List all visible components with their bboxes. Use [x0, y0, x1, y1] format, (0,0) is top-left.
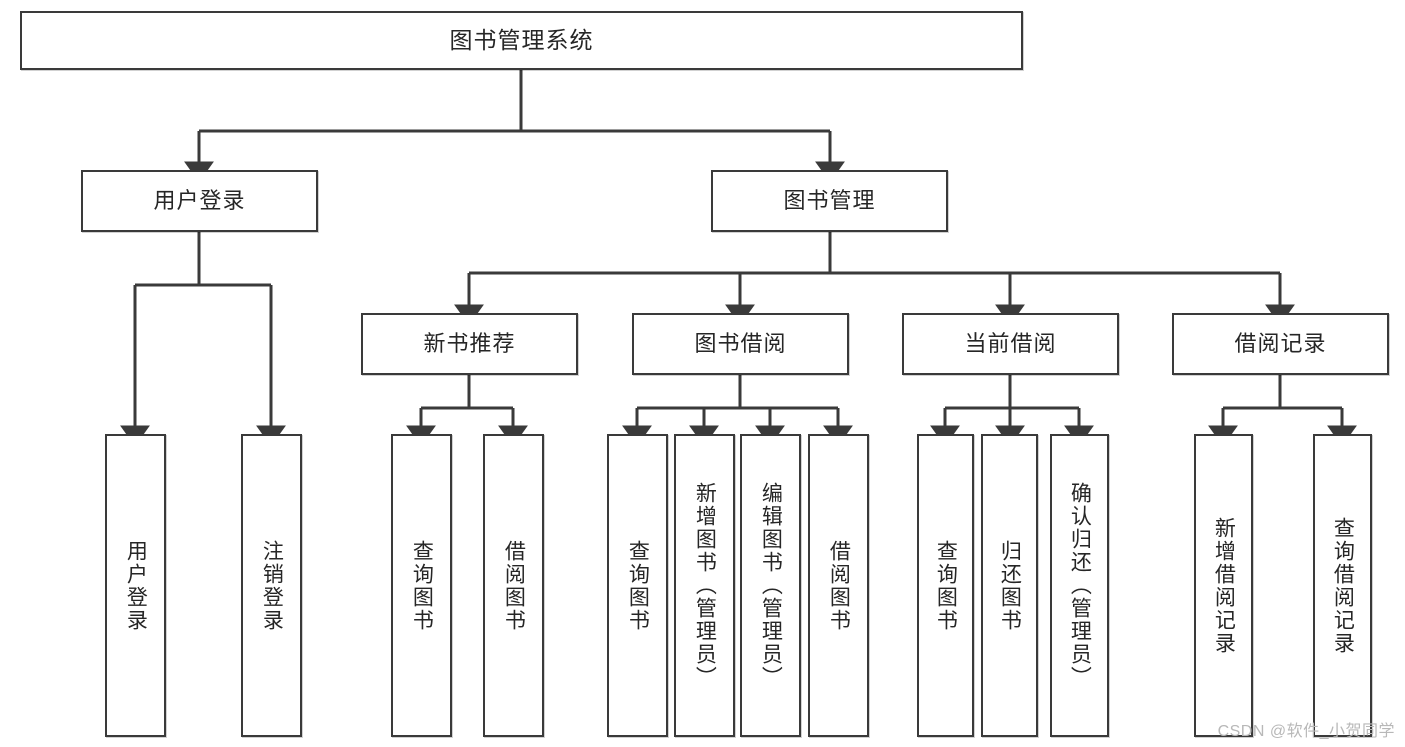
csdn-watermark: CSDN @软件_小贺同学: [1217, 723, 1395, 740]
node-leaf-return-book-label: 归还图书: [998, 539, 1022, 632]
node-leaf-query-books-recommend[interactable]: 查询图书: [391, 434, 452, 737]
node-leaf-user-login[interactable]: 用户登录: [105, 434, 166, 737]
node-leaf-borrow-books-recommend[interactable]: 借阅图书: [483, 434, 544, 737]
node-borrow-records-label: 借阅记录: [1234, 330, 1327, 356]
node-leaf-query-books-current-label: 查询图书: [934, 539, 958, 632]
node-leaf-add-borrow-record-label: 新增借阅记录: [1212, 516, 1236, 655]
node-root[interactable]: 图书管理系统: [20, 11, 1023, 70]
node-leaf-query-borrow-record-label: 查询借阅记录: [1331, 516, 1355, 655]
node-leaf-user-logout-label: 注销登录: [260, 539, 284, 632]
node-leaf-confirm-return[interactable]: 确认归还（管理员）: [1050, 434, 1109, 737]
node-borrow-records[interactable]: 借阅记录: [1172, 313, 1389, 375]
node-leaf-edit-book-label: 编辑图书（管理员）: [759, 482, 783, 689]
node-book-borrow-label: 图书借阅: [694, 330, 787, 356]
node-leaf-confirm-return-label: 确认归还（管理员）: [1068, 482, 1092, 689]
node-leaf-borrow-books-recommend-label: 借阅图书: [502, 539, 526, 632]
node-leaf-borrow-book-label: 借阅图书: [827, 539, 851, 632]
node-current-borrow-label: 当前借阅: [964, 330, 1057, 356]
node-leaf-query-borrow-record[interactable]: 查询借阅记录: [1313, 434, 1372, 737]
node-new-book-recommend[interactable]: 新书推荐: [361, 313, 578, 375]
node-leaf-query-books-current[interactable]: 查询图书: [917, 434, 974, 737]
node-leaf-add-borrow-record[interactable]: 新增借阅记录: [1194, 434, 1253, 737]
node-book-borrow[interactable]: 图书借阅: [632, 313, 849, 375]
node-leaf-user-logout[interactable]: 注销登录: [241, 434, 302, 737]
node-leaf-query-books-borrow-label: 查询图书: [626, 539, 650, 632]
node-user-login[interactable]: 用户登录: [81, 170, 318, 232]
node-new-book-recommend-label: 新书推荐: [423, 330, 516, 356]
node-leaf-edit-book[interactable]: 编辑图书（管理员）: [740, 434, 801, 737]
node-book-management-label: 图书管理: [783, 187, 876, 213]
node-leaf-add-book[interactable]: 新增图书（管理员）: [674, 434, 735, 737]
node-root-label: 图书管理系统: [449, 26, 594, 53]
node-leaf-borrow-book[interactable]: 借阅图书: [808, 434, 869, 737]
node-user-login-label: 用户登录: [153, 187, 246, 213]
node-leaf-return-book[interactable]: 归还图书: [981, 434, 1038, 737]
node-leaf-add-book-label: 新增图书（管理员）: [693, 482, 717, 689]
node-leaf-query-books-borrow[interactable]: 查询图书: [607, 434, 668, 737]
node-current-borrow[interactable]: 当前借阅: [902, 313, 1119, 375]
node-book-management[interactable]: 图书管理: [711, 170, 948, 232]
node-leaf-user-login-label: 用户登录: [124, 539, 148, 632]
node-leaf-query-books-recommend-label: 查询图书: [410, 539, 434, 632]
